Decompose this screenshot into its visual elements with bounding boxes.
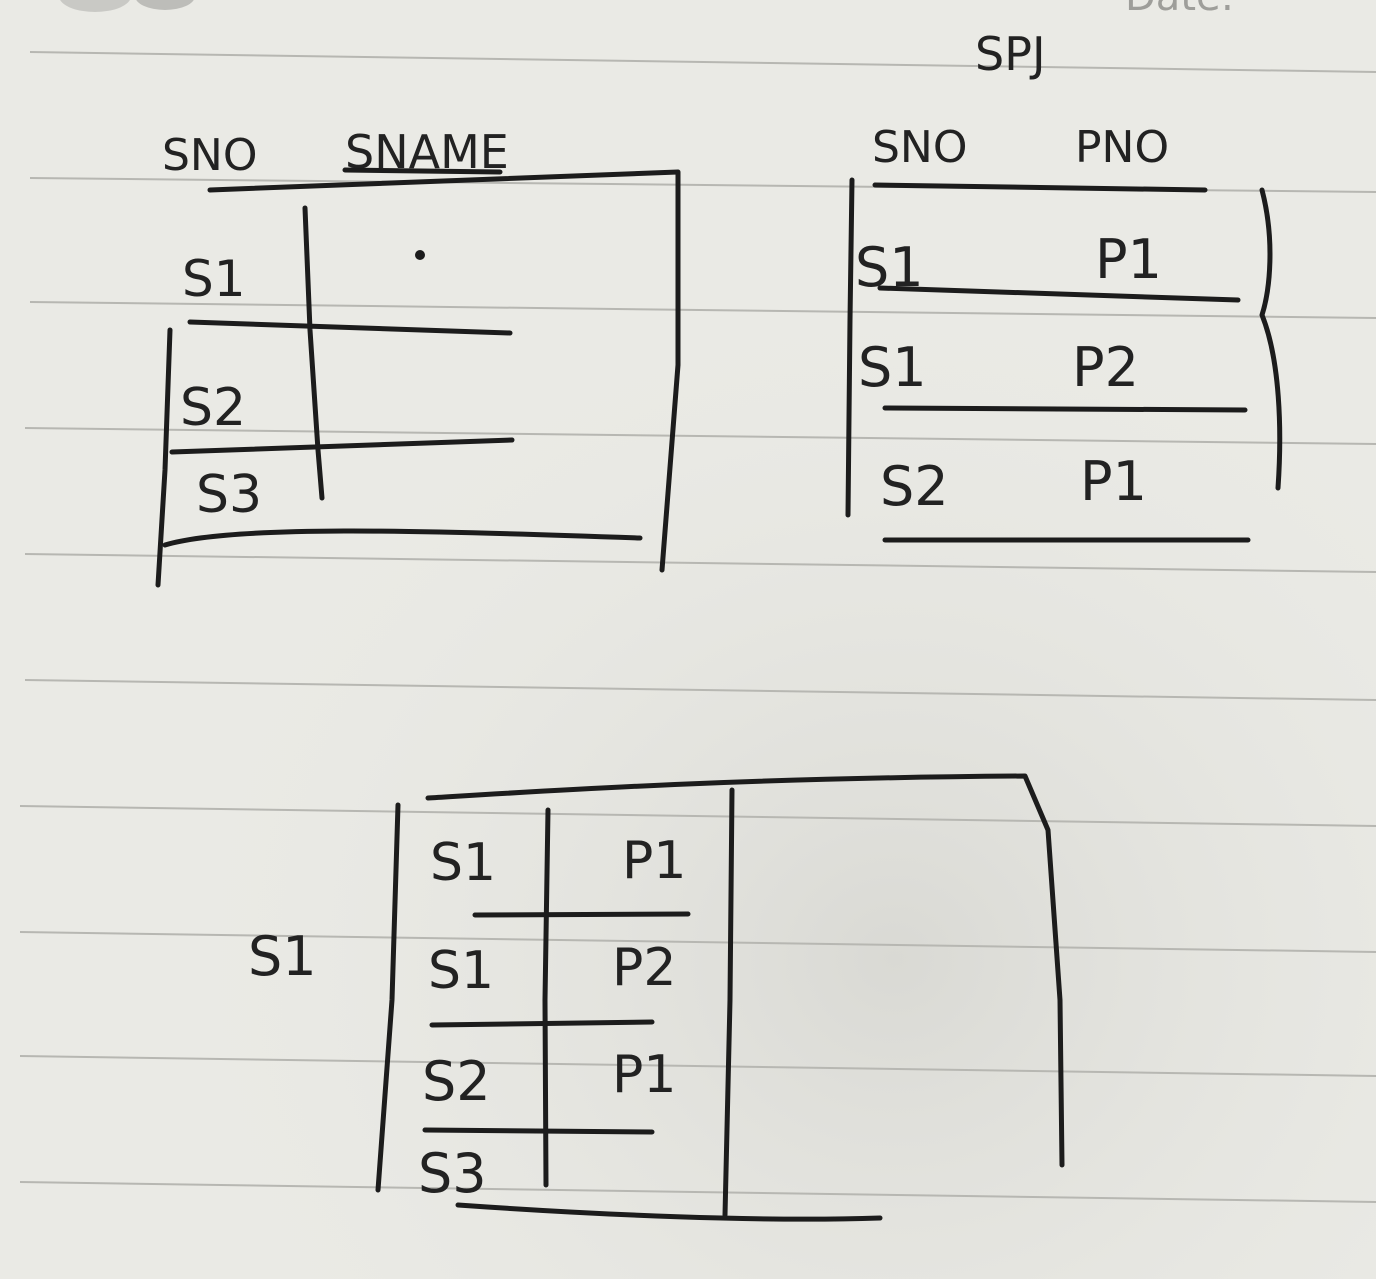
table-spj: SPJ SNO PNO S1 P1 S1 P2 S2 P1 <box>845 27 1283 543</box>
table-join-cell-pno: P2 <box>612 938 676 998</box>
table-spj-frame-top <box>872 182 1208 193</box>
table-s-frame-top-right <box>207 169 681 573</box>
ruled-line <box>29 51 1376 73</box>
ink-dot <box>415 250 425 260</box>
table-s-header-sno: SNO <box>162 130 257 181</box>
ruled-line <box>24 679 1376 701</box>
binding-ring <box>60 0 130 12</box>
ruled-lines <box>19 51 1376 1203</box>
table-s-row-divider <box>169 437 515 455</box>
binding-ring <box>136 0 194 10</box>
table-spj-cell-pno: P1 <box>1080 450 1147 513</box>
ruled-line <box>24 553 1376 573</box>
table-join: S1 S1 P1 S1 P2 S2 P1 S3 <box>248 773 1065 1222</box>
table-join-frame-top-right <box>425 773 1065 1168</box>
table-join-cell-sno: S3 <box>418 1142 487 1205</box>
table-spj-cell-pno: P2 <box>1072 336 1139 399</box>
table-s-frame-bottom <box>162 528 643 548</box>
table-join-column-divider <box>542 807 551 1188</box>
table-spj-row-divider <box>882 405 1248 413</box>
join-side-label: S1 <box>248 925 317 988</box>
ruled-line <box>19 1055 1376 1077</box>
date-label: Date: <box>1125 0 1234 20</box>
table-spj-frame-right <box>1259 187 1283 491</box>
table-join-cell-sno: S1 <box>428 941 494 1001</box>
table-join-row-divider <box>429 1019 655 1028</box>
table-join-column-divider <box>722 787 735 1218</box>
table-spj-frame-left <box>845 177 855 518</box>
table-spj-cell-sno: S1 <box>855 236 924 299</box>
table-join-row-divider <box>422 1127 655 1135</box>
table-join-row-divider <box>472 911 691 918</box>
table-s-frame-left <box>155 327 173 588</box>
table-s-cell-s2: S2 <box>180 378 246 438</box>
table-spj-row-divider <box>877 285 1241 303</box>
table-s-column-divider <box>302 205 325 501</box>
table-join-frame-bottom <box>455 1202 883 1222</box>
table-spj-title: SPJ <box>975 27 1046 81</box>
ruled-line <box>19 931 1376 953</box>
table-s: SNO SNAME S1 S2 S3 <box>155 125 681 588</box>
sname-underline <box>342 167 503 175</box>
table-join-cell-sno: S1 <box>430 833 496 893</box>
table-spj-header-pno: PNO <box>1075 122 1169 173</box>
table-join-cell-sno: S2 <box>422 1050 491 1113</box>
table-join-cell-pno: P1 <box>612 1045 676 1105</box>
table-s-cell-s3: S3 <box>196 465 262 525</box>
ruled-line <box>19 805 1376 827</box>
table-join-frame-left <box>375 802 401 1193</box>
table-spj-cell-sno: S1 <box>858 336 927 399</box>
table-s-cell-s1: S1 <box>182 250 246 308</box>
ruled-line <box>29 301 1376 319</box>
table-spj-cell-pno: P1 <box>1095 228 1162 291</box>
table-join-cell-pno: P1 <box>622 831 686 891</box>
ruled-line <box>24 427 1376 445</box>
table-spj-header-sno: SNO <box>872 122 967 173</box>
ruled-line <box>19 1181 1376 1203</box>
table-s-row-divider <box>187 319 513 336</box>
table-spj-cell-sno: S2 <box>880 455 949 518</box>
